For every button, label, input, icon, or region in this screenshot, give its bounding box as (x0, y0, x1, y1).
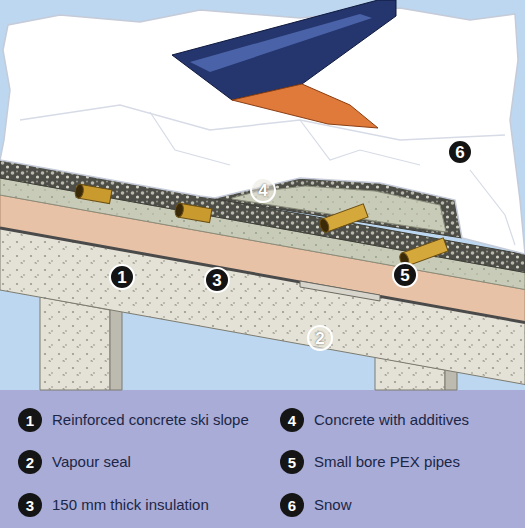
pex-pipe (174, 203, 212, 223)
vapour-seal-cut (300, 281, 380, 301)
legend-text: 150 mm thick insulation (52, 496, 209, 514)
legend-text: Vapour seal (52, 453, 131, 471)
legend-text: Concrete with additives (314, 411, 469, 429)
ski-tip (232, 84, 378, 128)
support-beam (40, 297, 110, 390)
snow-layer (0, 8, 525, 254)
pex-pipe (74, 184, 112, 204)
legend-number: 3 (18, 493, 42, 517)
legend-number: 6 (280, 493, 304, 517)
legend-number: 5 (280, 450, 304, 474)
callout-number: 2 (307, 325, 333, 351)
callout-number: 4 (250, 177, 276, 203)
pipe-end (174, 203, 184, 218)
beam-side (110, 306, 122, 390)
callout-number: 6 (447, 139, 473, 165)
ski-highlight (190, 14, 372, 72)
pipe-end (74, 184, 84, 199)
callout-number: 3 (204, 267, 230, 293)
legend-background (0, 390, 525, 528)
legend-number: 2 (18, 450, 42, 474)
legend-number: 4 (280, 408, 304, 432)
callout-number: 5 (392, 262, 418, 288)
legend-text: Small bore PEX pipes (314, 453, 460, 471)
pipe-end (318, 218, 330, 234)
pex-pipe (318, 204, 368, 234)
callout-number: 1 (109, 264, 135, 290)
legend-number: 1 (18, 408, 42, 432)
legend-text: Reinforced concrete ski slope (52, 411, 249, 429)
snow-crack (20, 105, 505, 140)
snow-crack (150, 112, 230, 165)
legend-text: Snow (314, 496, 352, 514)
illustration-background (0, 0, 525, 390)
ski-body (172, 0, 396, 100)
snow-crack (470, 170, 515, 245)
